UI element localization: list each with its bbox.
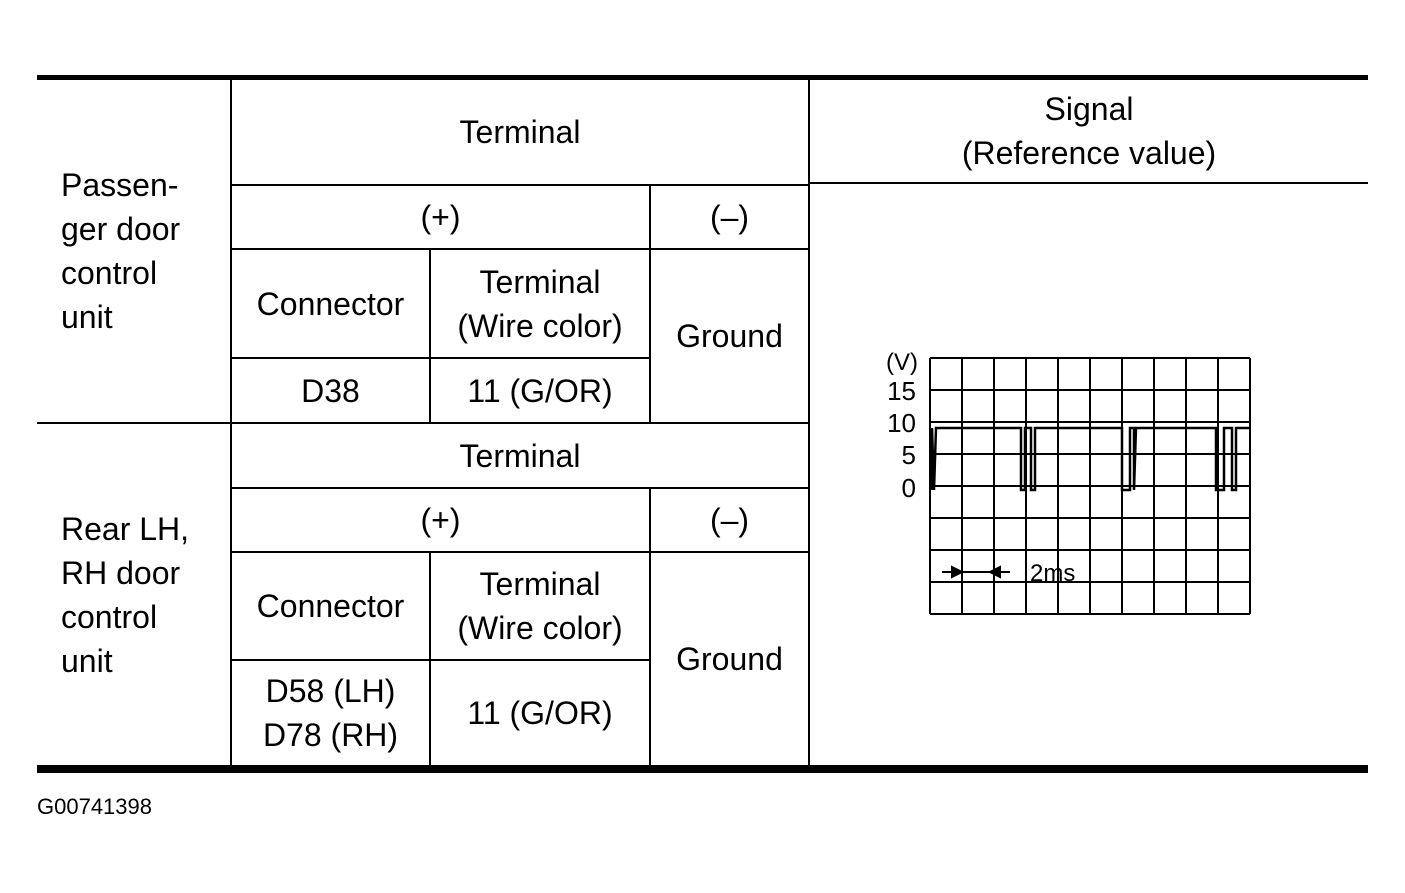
rule-plus-minus-1 xyxy=(231,248,809,250)
terminal-wire-header-rear: Terminal (Wire color) xyxy=(457,566,623,646)
rule-section-divider xyxy=(37,422,809,424)
terminal-header: Terminal xyxy=(459,114,581,150)
terminal-header-rear: Terminal xyxy=(459,437,581,474)
minus-header-rear: (–) xyxy=(709,502,750,538)
vrule-minus-1 xyxy=(649,185,651,423)
oscilloscope-waveform: (V) 15 10 5 0 2ms xyxy=(886,349,1251,615)
rule-signal-header xyxy=(809,182,1368,184)
connector-header-rear: Connector xyxy=(256,588,405,624)
plus-header: (+) xyxy=(420,199,461,235)
y-tick-15: 15 xyxy=(887,376,916,406)
vrule-signal xyxy=(808,80,810,766)
vrule-connector-2 xyxy=(429,552,431,766)
signal-header: Signal (Reference value) xyxy=(961,91,1217,171)
plus-header-rear: (+) xyxy=(420,502,461,538)
minus-header: (–) xyxy=(709,199,750,235)
rule-connector-2 xyxy=(231,659,650,661)
terminal-wire-header: Terminal (Wire color) xyxy=(457,263,623,344)
terminal-value: 11 (G/OR) xyxy=(467,372,613,409)
y-tick-5: 5 xyxy=(902,440,916,470)
y-tick-0: 0 xyxy=(902,473,916,503)
connector-value: D38 xyxy=(301,372,360,409)
rule-plus-minus-2 xyxy=(231,551,809,553)
bottom-rule xyxy=(37,765,1368,773)
vrule-unit xyxy=(230,80,232,766)
signal-trace xyxy=(930,426,1249,492)
rear-unit-label: Rear LH, RH door control unit xyxy=(61,510,190,679)
y-tick-10: 10 xyxy=(887,408,916,438)
terminal-value-rear: 11 (G/OR) xyxy=(467,695,613,731)
ground-cell: Ground xyxy=(676,318,783,354)
vrule-minus-2 xyxy=(649,488,651,766)
rule-terminal-header xyxy=(231,184,809,186)
rule-terminal-header-2 xyxy=(231,487,809,489)
connector-value-rear: D58 (LH) D78 (RH) xyxy=(262,673,399,753)
connector-header: Connector xyxy=(256,285,405,322)
scope-unit-label: (V) xyxy=(886,349,918,376)
time-scale-label: 2ms xyxy=(1030,560,1075,587)
figure-id: G00741398 xyxy=(37,794,152,819)
ground-cell-rear: Ground xyxy=(676,641,783,677)
passenger-unit-label: Passen- ger door control unit xyxy=(61,167,181,335)
vrule-connector-1 xyxy=(429,249,431,423)
top-rule xyxy=(37,75,1368,80)
scope-grid xyxy=(929,357,1251,615)
time-scale-marker xyxy=(942,565,1010,579)
rule-connector-1 xyxy=(231,357,650,359)
